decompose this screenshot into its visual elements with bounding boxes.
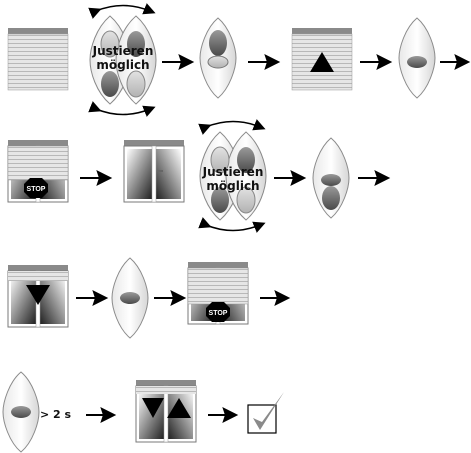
shutter-up-icon	[291, 27, 353, 91]
remote-stop-down-icon	[312, 137, 350, 219]
remote-up-down-icon	[88, 3, 157, 117]
adjust-label-line1: Justieren	[92, 44, 154, 58]
row-1: Justieren möglich	[7, 3, 471, 117]
arrow-right-icon	[86, 407, 117, 423]
row-4: > 2 s	[2, 371, 284, 453]
shutter-down-icon	[7, 264, 69, 328]
adjust-label-line2: möglich	[206, 179, 259, 193]
arrow-right-icon	[260, 290, 291, 306]
row-3: STOP	[7, 257, 291, 339]
adjust-label-line1: Justieren	[202, 165, 264, 179]
arrow-right-icon	[440, 54, 471, 70]
hold-time-label: > 2 s	[40, 408, 72, 421]
adjust-label-line2: möglich	[96, 58, 149, 72]
arrow-right-icon	[274, 170, 307, 186]
remote-up-icon	[199, 17, 237, 99]
arrow-right-icon	[162, 54, 195, 70]
shutter-stop-icon: STOP	[187, 261, 249, 325]
checkbox-checked-icon	[247, 392, 284, 434]
stop-label: STOP	[27, 186, 46, 193]
arrow-right-icon	[208, 407, 239, 423]
remote-stop-icon	[2, 371, 40, 453]
row-2: STOP Justieren möglich	[7, 119, 391, 233]
arrow-right-icon	[76, 290, 109, 306]
arrow-right-icon	[248, 54, 281, 70]
shutter-up-down-icon	[135, 379, 197, 443]
remote-stop-icon	[398, 17, 436, 99]
shutter-stop-icon: STOP	[7, 139, 69, 203]
window-open-icon	[123, 139, 185, 203]
arrow-right-icon	[358, 170, 391, 186]
stop-label: STOP	[209, 310, 228, 317]
remote-stop-icon	[111, 257, 149, 339]
arrow-right-icon	[80, 170, 113, 186]
arrow-right-icon	[360, 54, 393, 70]
shutter-closed-icon	[7, 27, 69, 91]
arrow-right-icon	[154, 290, 187, 306]
remote-up-down-icon	[198, 119, 267, 233]
